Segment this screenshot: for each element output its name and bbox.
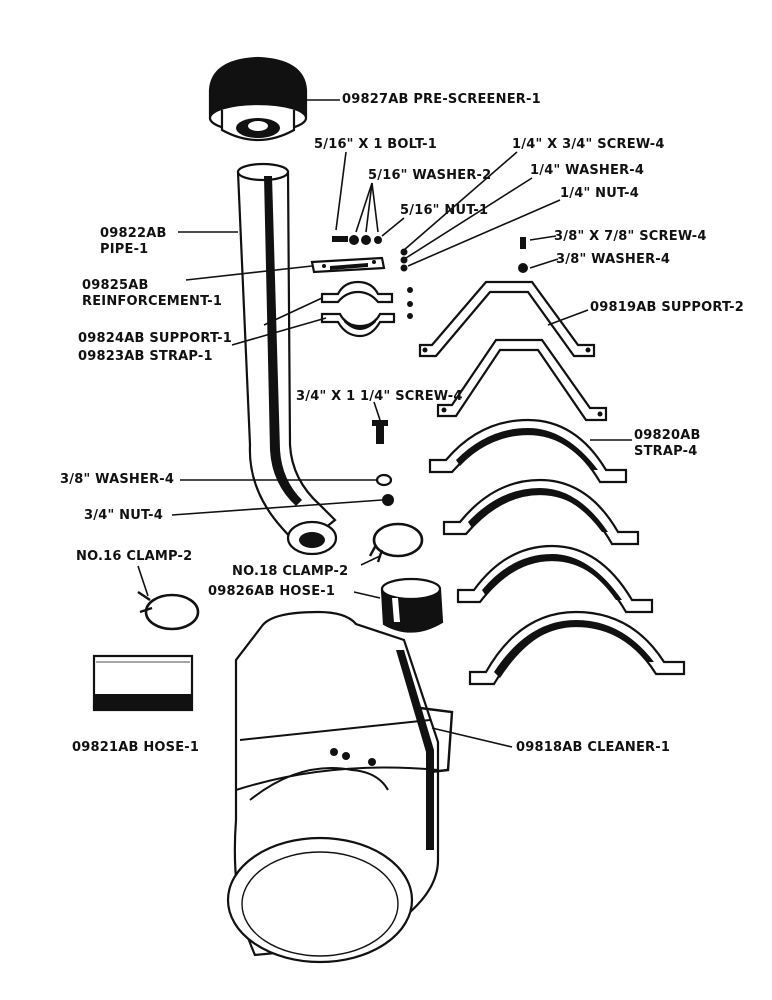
cleaner-part [226, 610, 454, 964]
bolt-washer-nut-group [332, 235, 528, 319]
label-support-1: 09824AB SUPPORT-1 [78, 331, 232, 346]
support-2-bracket-a [418, 280, 596, 358]
support-2-bracket-b [436, 338, 608, 422]
label-cleaner: 09818AB CLEANER-1 [516, 740, 671, 755]
screw-washer-nut-mid [372, 420, 394, 506]
label-hose-21: 09821AB HOSE-1 [72, 740, 200, 755]
reinforcement-part [310, 256, 386, 274]
label-washer-14: 1/4" WASHER-4 [530, 163, 645, 178]
strap-4-arc-1 [428, 418, 628, 484]
strap-4-arc-2 [442, 478, 640, 546]
label-clamp-16: NO.16 CLAMP-2 [76, 549, 193, 564]
label-screw-14: 1/4" X 3/4" SCREW-4 [512, 137, 665, 152]
label-pre-screener: 09827AB PRE-SCREENER-1 [342, 92, 541, 107]
leader-lines [137, 99, 632, 748]
hose-21-part [92, 654, 194, 712]
label-screw-34: 3/4" X 1 1/4" SCREW-4 [296, 389, 463, 404]
label-nut-516: 5/16" NUT-1 [400, 203, 489, 218]
label-support-2: 09819AB SUPPORT-2 [590, 300, 744, 315]
label-washer-516: 5/16" WASHER-2 [368, 168, 492, 183]
strap-4-arc-3 [456, 544, 654, 614]
label-strap-4-name: STRAP-4 [634, 444, 698, 459]
label-pipe-code: 09822AB [100, 226, 167, 241]
label-reinforcement-code: 09825AB [82, 278, 149, 293]
label-nut-34: 3/4" NUT-4 [84, 508, 163, 523]
label-washer-38-top: 3/8" WASHER-4 [556, 252, 671, 267]
label-clamp-18: NO.18 CLAMP-2 [232, 564, 349, 579]
pre-screener-part [208, 56, 308, 141]
label-hose-26: 09826AB HOSE-1 [208, 584, 336, 599]
strap-1-part [320, 312, 396, 338]
hose-26-part [380, 577, 444, 633]
strap-4-arc-4 [468, 610, 686, 686]
pipe-part [236, 162, 338, 556]
label-screw-38: 3/8" X 7/8" SCREW-4 [554, 229, 707, 244]
clamp-18-part [368, 522, 424, 563]
label-nut-14: 1/4" NUT-4 [560, 186, 639, 201]
label-strap-1: 09823AB STRAP-1 [78, 349, 213, 364]
label-bolt: 5/16" X 1 BOLT-1 [314, 137, 437, 152]
label-pipe-name: PIPE-1 [100, 242, 149, 257]
label-washer-38-mid: 3/8" WASHER-4 [60, 472, 175, 487]
label-reinforcement-name: REINFORCEMENT-1 [82, 294, 223, 309]
label-strap-4-code: 09820AB [634, 428, 701, 443]
clamp-16-part [137, 591, 200, 631]
support-1-part [320, 280, 394, 304]
